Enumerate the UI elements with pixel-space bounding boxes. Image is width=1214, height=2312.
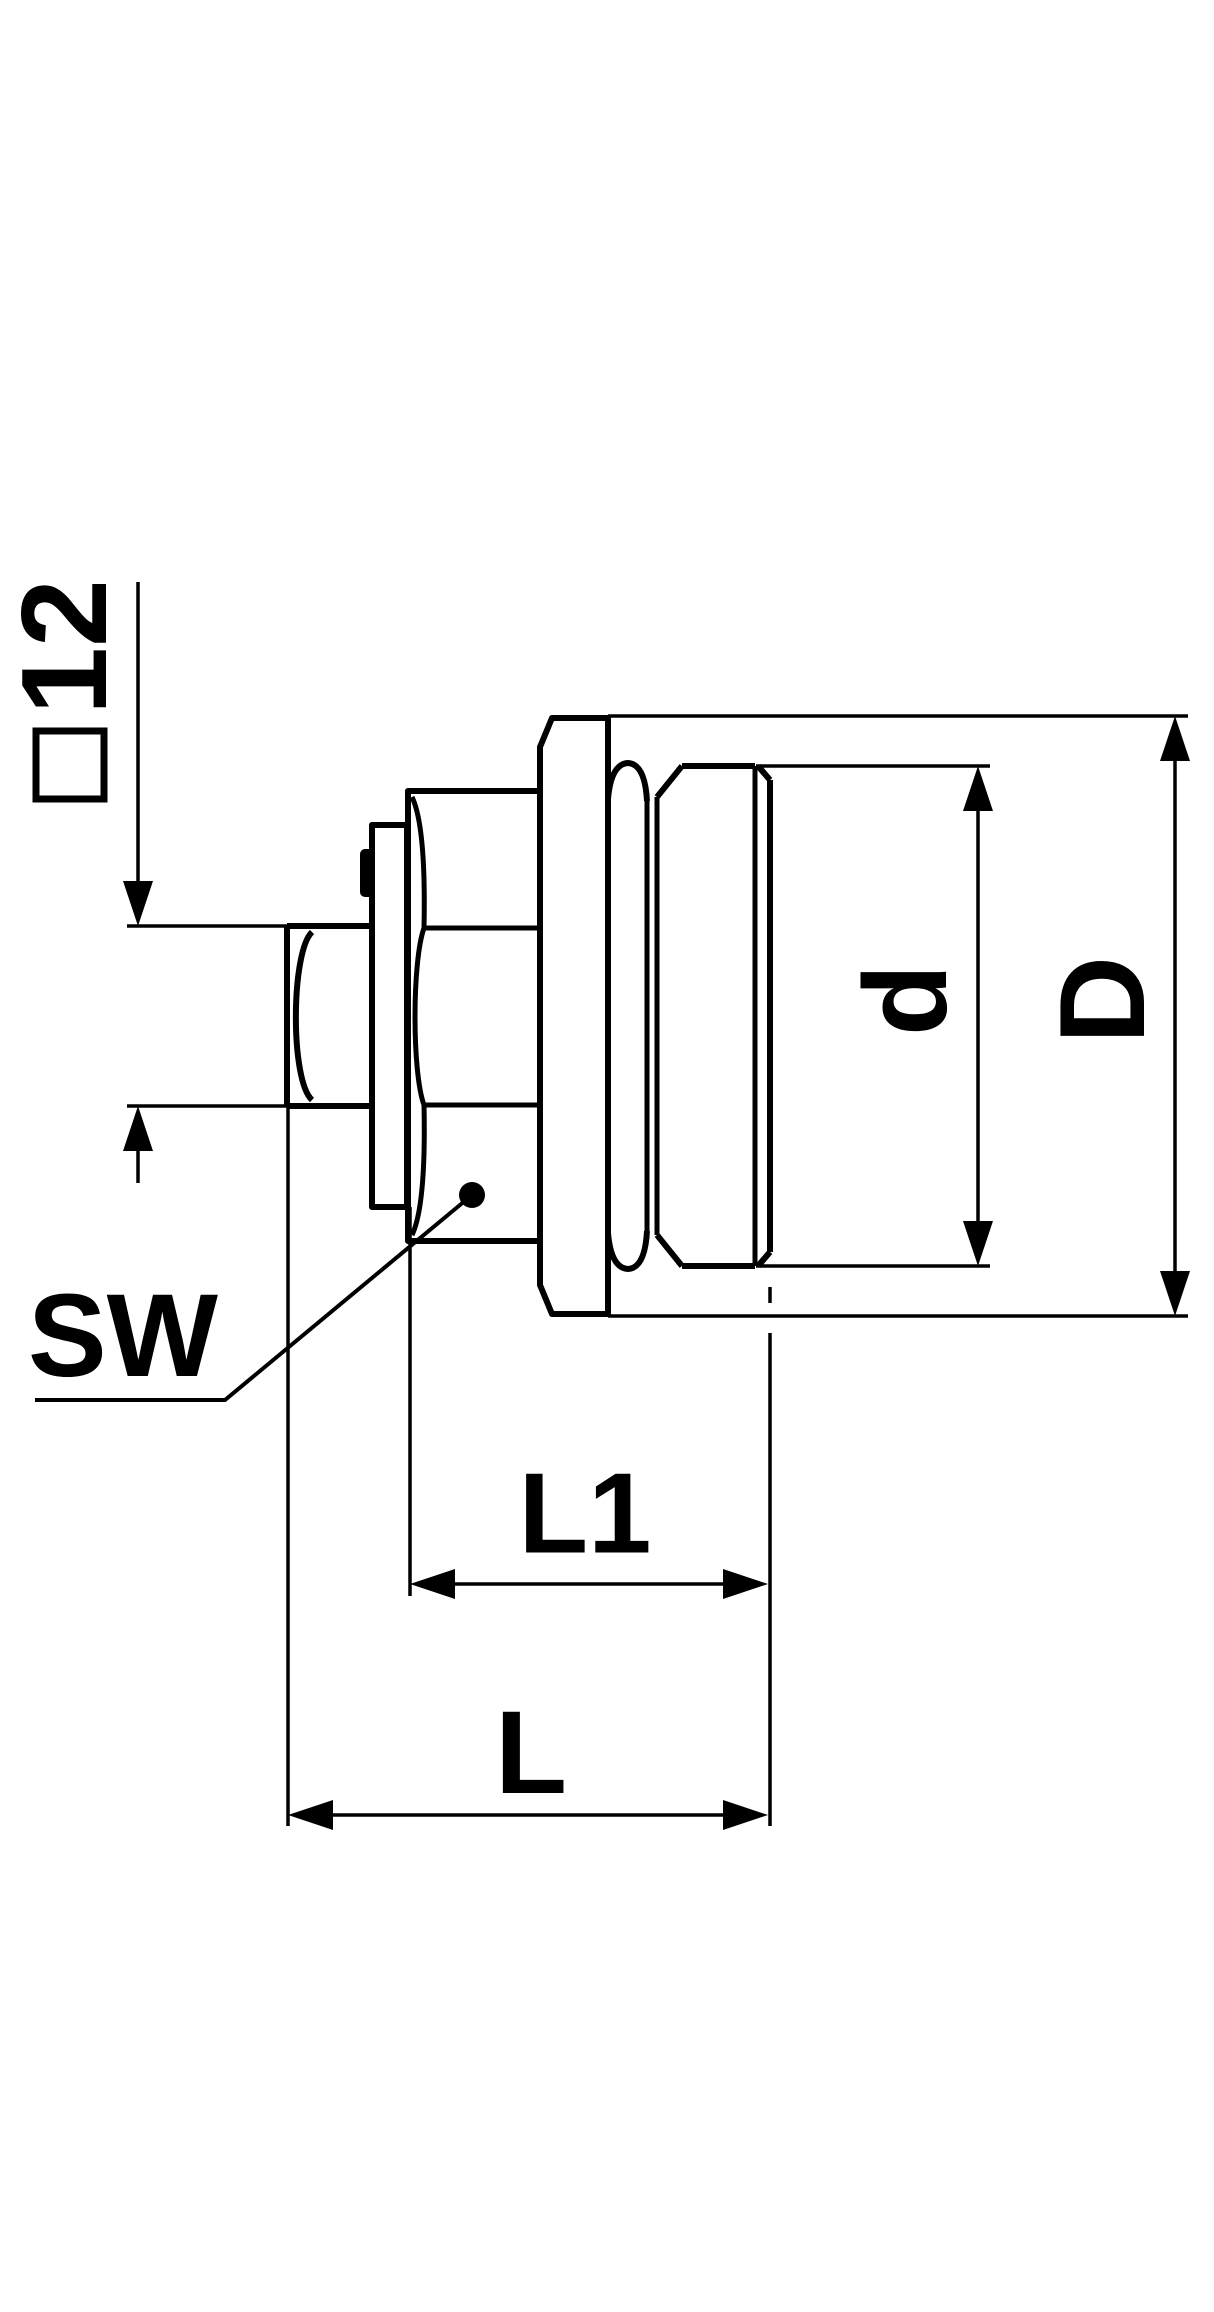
oring-section bbox=[605, 760, 660, 1272]
washer bbox=[360, 822, 410, 1210]
d-arrow-down-icon bbox=[963, 1221, 993, 1266]
sw-label: SW bbox=[28, 1270, 219, 1402]
L1-label: L1 bbox=[518, 1451, 651, 1578]
hex-chamfer-arc-upper bbox=[409, 795, 427, 929]
dim-d: d bbox=[756, 764, 993, 1268]
flange bbox=[537, 715, 611, 1317]
d-label: d bbox=[840, 964, 972, 1036]
square-end bbox=[284, 923, 373, 1109]
D-arrow-up-icon bbox=[1160, 716, 1190, 761]
d-arrow-up-icon bbox=[963, 766, 993, 811]
sleeve-chamfer-top-right bbox=[755, 764, 773, 782]
front-sleeve bbox=[654, 763, 773, 1269]
L-label: L bbox=[495, 1687, 567, 1819]
L1-arrow-left-icon bbox=[410, 1569, 455, 1599]
dim-sw: SW bbox=[28, 1182, 485, 1402]
sw-leader-line bbox=[35, 1193, 474, 1402]
D-label: D bbox=[1034, 956, 1170, 1044]
dim-L: L bbox=[286, 1106, 768, 1830]
part-outline bbox=[284, 715, 773, 1317]
dim-L1: L1 bbox=[408, 1207, 772, 1826]
sleeve-chamfer-bottom-right bbox=[755, 1250, 773, 1268]
dim-D: D bbox=[608, 714, 1190, 1318]
hex-chamfer-arc-middle bbox=[412, 927, 427, 1106]
L-arrow-right-icon bbox=[723, 1800, 768, 1830]
hex-nut bbox=[405, 788, 543, 1244]
washer-tab bbox=[360, 849, 374, 897]
washer-body bbox=[369, 822, 410, 1210]
sleeve-chamfer-top-left bbox=[654, 764, 685, 799]
sleeve-chamfer-bottom-left bbox=[654, 1233, 685, 1268]
oring-hump-top bbox=[605, 760, 650, 802]
square12-arrow-up-icon bbox=[123, 1106, 153, 1151]
D-arrow-down-icon bbox=[1160, 1271, 1190, 1316]
square-end-chamfer-arc bbox=[292, 929, 315, 1103]
hex-chamfer-arc-lower bbox=[409, 1104, 427, 1237]
square12-arrow-down-icon bbox=[123, 881, 153, 926]
L1-arrow-right-icon bbox=[723, 1569, 768, 1599]
L-arrow-left-icon bbox=[288, 1800, 333, 1830]
square12-value-label: 12 bbox=[0, 579, 132, 715]
flange-outline bbox=[537, 715, 611, 1317]
square-symbol-icon bbox=[32, 727, 108, 803]
dim-square12: 12 bbox=[0, 579, 287, 1183]
hex-outline bbox=[405, 788, 543, 1244]
oring-hump-bottom bbox=[605, 1230, 650, 1272]
